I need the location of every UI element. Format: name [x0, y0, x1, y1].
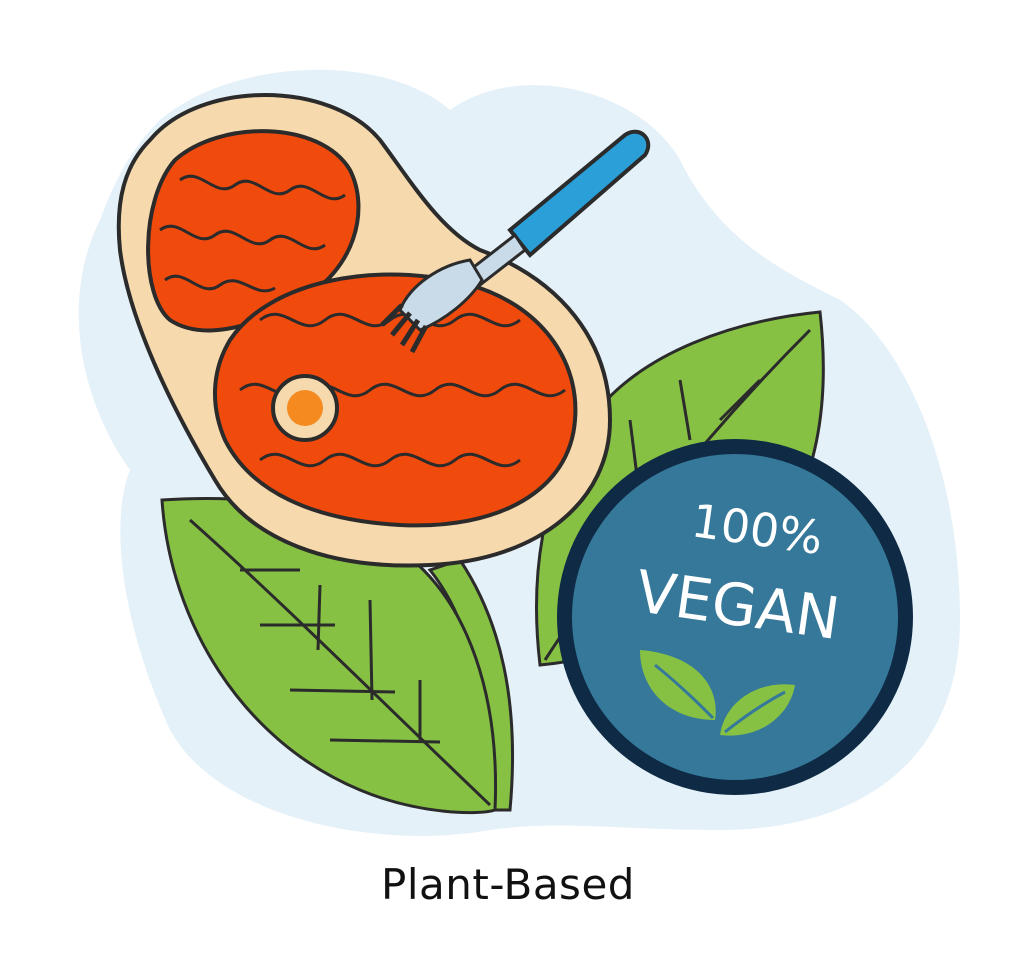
vegan-badge-icon: 100% VEGAN — [557, 439, 913, 795]
leaf-icon — [160, 496, 498, 815]
steak-icon — [116, 93, 613, 568]
caption-title: Plant-Based — [381, 860, 635, 909]
fork-icon — [380, 129, 651, 354]
